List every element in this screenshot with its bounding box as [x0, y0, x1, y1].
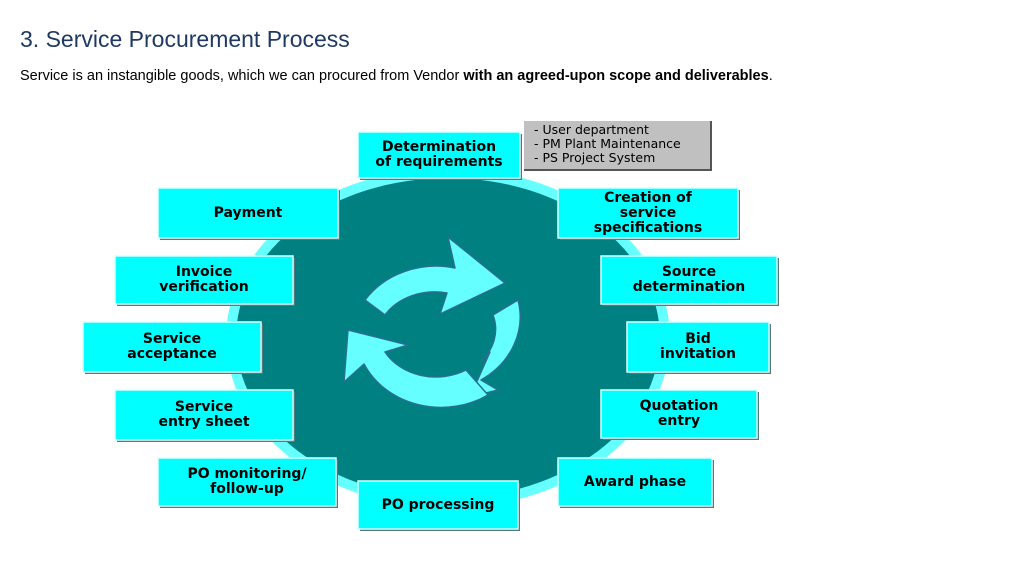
cycle-arrow-top-right [364, 236, 506, 316]
stage-box-po-monitoring [157, 457, 337, 507]
subtitle-emphasis: with an agreed-upon scope and deliverabl… [463, 68, 769, 84]
cycle-background [226, 168, 670, 508]
cycle-arrow-bottom-right [469, 299, 521, 398]
stage-boxes [82, 131, 779, 531]
stage-box-source [600, 255, 778, 305]
stage-box-service-acceptance [82, 321, 262, 373]
stage-box-award [557, 457, 713, 507]
note-line: - PS Project System [534, 150, 656, 165]
note-line: - PM Plant Maintenance [534, 136, 681, 151]
cycle-arrow-left [343, 329, 489, 409]
stage-box-invoice [114, 255, 294, 305]
page-title: 3. Service Procurement Process [20, 26, 350, 52]
stage-box-service-entry [114, 389, 294, 441]
stage-box-payment [157, 187, 339, 239]
stage-box-creation [557, 187, 739, 239]
stage-box-po-processing [357, 480, 519, 530]
circular-arrows-icon [343, 236, 521, 409]
page-subtitle: Service is an instangible goods, which w… [20, 68, 773, 84]
stage-box-determination [357, 131, 521, 179]
stage-box-quotation [600, 389, 758, 439]
teal-disc [236, 178, 660, 498]
subtitle-period: . [768, 68, 773, 84]
note-line: - User department [534, 122, 649, 137]
subtitle-text: Service is an instangible goods, which w… [20, 68, 464, 84]
user-department-note: - User department - PM Plant Maintenance… [524, 121, 712, 171]
stage-box-bid [626, 321, 770, 373]
